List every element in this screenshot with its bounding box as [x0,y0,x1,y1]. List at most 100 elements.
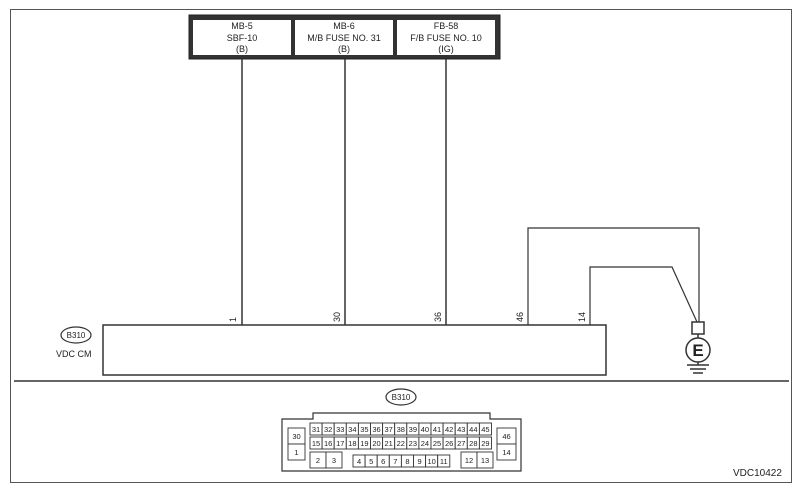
connector-pin-10: 10 [425,454,439,468]
connector-pin-label: 9 [417,457,421,466]
module-connector-label: B310 [67,331,86,340]
connector-pin-label: 27 [457,439,465,448]
connector-pin-25: 25 [430,436,444,450]
connector-pin-14: 14 [496,443,517,461]
connector-pin-22: 22 [394,436,408,450]
connector-pin-label: 11 [440,457,448,466]
connector-pin-39: 39 [406,422,420,436]
connector-pin-label: 38 [397,425,405,434]
connector-pin-label: 5 [369,457,373,466]
connector-pin-21: 21 [382,436,396,450]
wire-pin-46-ground [527,227,700,325]
connector-pin-37: 37 [382,422,396,436]
module-connector-badge [60,326,92,344]
connector-pin-label: 16 [324,439,332,448]
connector-pin-label: 7 [393,457,397,466]
connector-pin-label: 3 [332,456,336,465]
connector-pin-19: 19 [357,436,371,450]
fuse-box-mb6-line2: M/B FUSE NO. 31 [307,33,381,43]
fuse-box-mb6-line3: (B) [338,44,350,54]
connector-pin-label: 36 [372,425,380,434]
pin-label-46: 46 [515,312,525,322]
fuse-box-fb58-line3: (IG) [438,44,454,54]
connector-pin-27: 27 [454,436,468,450]
connector-pin-44: 44 [466,422,480,436]
connector-pin-label: 20 [372,439,380,448]
diagram-code: VDC10422 [733,468,782,479]
connector-pin-40: 40 [418,422,432,436]
connector-pin-43: 43 [454,422,468,436]
connector-pin-36: 36 [370,422,384,436]
connector-pin-label: 34 [348,425,356,434]
connector-pin-label: 40 [421,425,429,434]
connector-pin-label: 33 [336,425,344,434]
connector-pin-23: 23 [406,436,420,450]
fuse-box-mb6-line1: MB-6 [333,21,355,31]
connector-pin-15: 15 [309,436,323,450]
connector-pin-label: 21 [384,439,392,448]
connector-pin-label: 2 [316,456,320,465]
fuse-box-mb5: MB-5 SBF-10 (B) [193,20,291,55]
connector-pin-label: 45 [481,425,489,434]
fuse-box-fb58-line1: FB-58 [434,21,459,31]
connector-view-badge [385,388,417,406]
connector-pin-46: 46 [496,427,517,445]
connector-pin-35: 35 [357,422,371,436]
connector-pin-label: 42 [445,425,453,434]
connector-pin-6: 6 [376,454,390,468]
connector-pin-label: 32 [324,425,332,434]
connector-pin-17: 17 [333,436,347,450]
ground-symbol-letter: E [692,341,703,360]
connector-pin-5: 5 [364,454,378,468]
connector-pin-31: 31 [309,422,323,436]
connector-pin-label: 6 [381,457,385,466]
connector-pin-label: 44 [469,425,477,434]
connector-pin-1: 1 [287,443,306,461]
connector-pin-label: 13 [481,456,489,465]
module-name: VDC CM [56,349,92,359]
connector-pin-32: 32 [321,422,335,436]
connector-pin-label: 29 [481,439,489,448]
pin-label-30: 30 [332,312,342,322]
connector-pin-label: 28 [469,439,477,448]
connector-pin-label: 23 [409,439,417,448]
connector-pin-label: 24 [421,439,429,448]
connector-pin-label: 17 [336,439,344,448]
wire-pin-14-ground [589,266,698,325]
connector-pin-8: 8 [400,454,414,468]
connector-pin-41: 41 [430,422,444,436]
vdc-cm-module-box [102,324,607,376]
connector-pin-label: 30 [292,432,300,441]
connector-pin-4: 4 [352,454,366,468]
pin-label-36: 36 [433,312,443,322]
connector-pin-42: 42 [442,422,456,436]
connector-pin-label: 14 [502,448,510,457]
connector-pin-label: 4 [357,457,361,466]
connector-pin-24: 24 [418,436,432,450]
connector-pin-7: 7 [388,454,402,468]
fuse-box-fb58-line2: F/B FUSE NO. 10 [410,33,482,43]
connector-pin-29: 29 [478,436,492,450]
connector-pin-label: 41 [433,425,441,434]
ground-terminal [691,321,705,335]
connector-pin-9: 9 [413,454,427,468]
connector-pin-label: 46 [502,432,510,441]
connector-pin-label: 10 [427,457,435,466]
connector-pin-label: 19 [360,439,368,448]
connector-pin-11: 11 [437,454,451,468]
connector-pin-label: 25 [433,439,441,448]
fuse-box-mb5-line3: (B) [236,44,248,54]
connector-view-label: B310 [392,393,411,402]
connector-pin-label: 35 [360,425,368,434]
connector-pin-label: 43 [457,425,465,434]
connector-pin-26: 26 [442,436,456,450]
connector-pin-12: 12 [460,451,478,469]
connector-pin-label: 12 [465,456,473,465]
connector-pin-label: 15 [312,439,320,448]
connector-pin-label: 39 [409,425,417,434]
diagram-frame [10,9,792,483]
connector-pin-33: 33 [333,422,347,436]
